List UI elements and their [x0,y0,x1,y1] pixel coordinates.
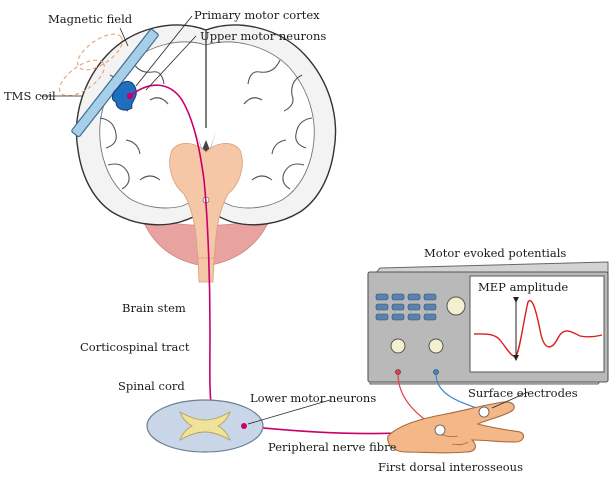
hand [388,402,524,453]
spinal-cord-cross-section [147,400,263,452]
label-tms-coil: TMS coil [4,91,56,103]
label-upper-motor-neurons: Upper motor neurons [200,31,326,43]
oscilloscope-knob-left [391,339,405,353]
medulla [198,258,214,282]
label-first-dorsal-interosseous: First dorsal interosseous [378,462,523,474]
label-mep-amplitude: MEP amplitude [478,282,568,294]
label-primary-motor-cortex: Primary motor cortex [194,10,320,22]
surface-electrode-reference [479,407,489,417]
surface-electrode-active [435,425,445,435]
oscilloscope-knob-right [429,339,443,353]
label-surface-electrodes: Surface electrodes [468,388,578,400]
label-brain-stem: Brain stem [122,303,186,315]
label-magnetic-field: Magnetic field [48,14,132,26]
label-lower-motor-neurons: Lower motor neurons [250,393,376,405]
lower-motor-neuron-soma [241,423,247,429]
electrode-port-blue [434,370,439,375]
label-peripheral-nerve-fibre: Peripheral nerve fibre [268,442,396,454]
label-corticospinal-tract: Corticospinal tract [80,342,189,354]
upper-motor-neuron-soma [127,93,133,99]
electrode-port-red [396,370,401,375]
oscilloscope-knob-large [447,297,465,315]
label-motor-evoked-potentials: Motor evoked potentials [424,248,566,260]
brain-coronal-section [76,25,335,282]
label-spinal-cord: Spinal cord [118,381,185,393]
